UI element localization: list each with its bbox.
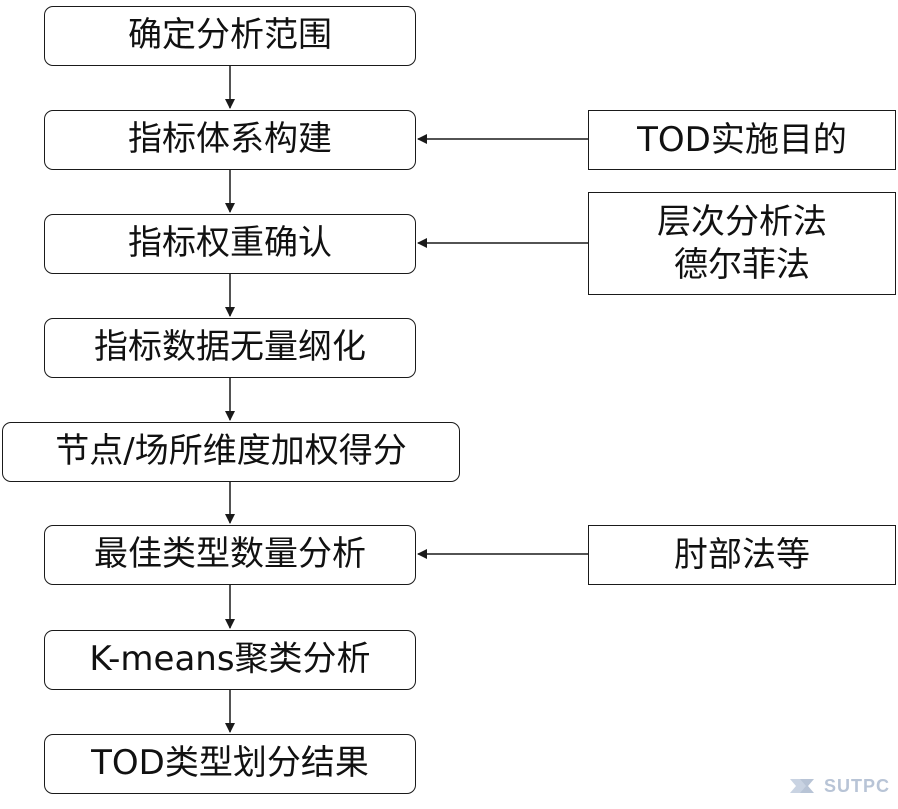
step-indicator-system: 指标体系构建: [44, 110, 416, 170]
step-result: TOD类型划分结果: [44, 734, 416, 794]
method-elbow-label: 肘部法等: [674, 534, 810, 575]
step-kmeans: K-means聚类分析: [44, 630, 416, 690]
step-type-count: 最佳类型数量分析: [44, 525, 416, 585]
method-ahp-label: 层次分析法: [657, 202, 827, 242]
step-weight-confirm: 指标权重确认: [44, 214, 416, 274]
sutpc-logo-icon: [790, 779, 814, 793]
step-determine-scope: 确定分析范围: [44, 6, 416, 66]
sutpc-watermark: SUTPC: [788, 773, 898, 799]
sutpc-watermark-text: SUTPC: [824, 775, 891, 796]
step-normalization: 指标数据无量纲化: [44, 318, 416, 378]
method-weighting: 层次分析法 德尔菲法: [588, 192, 896, 295]
method-tod-purpose-label: TOD实施目的: [637, 119, 847, 160]
method-tod-purpose: TOD实施目的: [588, 110, 896, 170]
step-weighted-score: 节点/场所维度加权得分: [2, 422, 460, 482]
method-delphi-label: 德尔菲法: [674, 244, 810, 285]
method-elbow: 肘部法等: [588, 525, 896, 585]
